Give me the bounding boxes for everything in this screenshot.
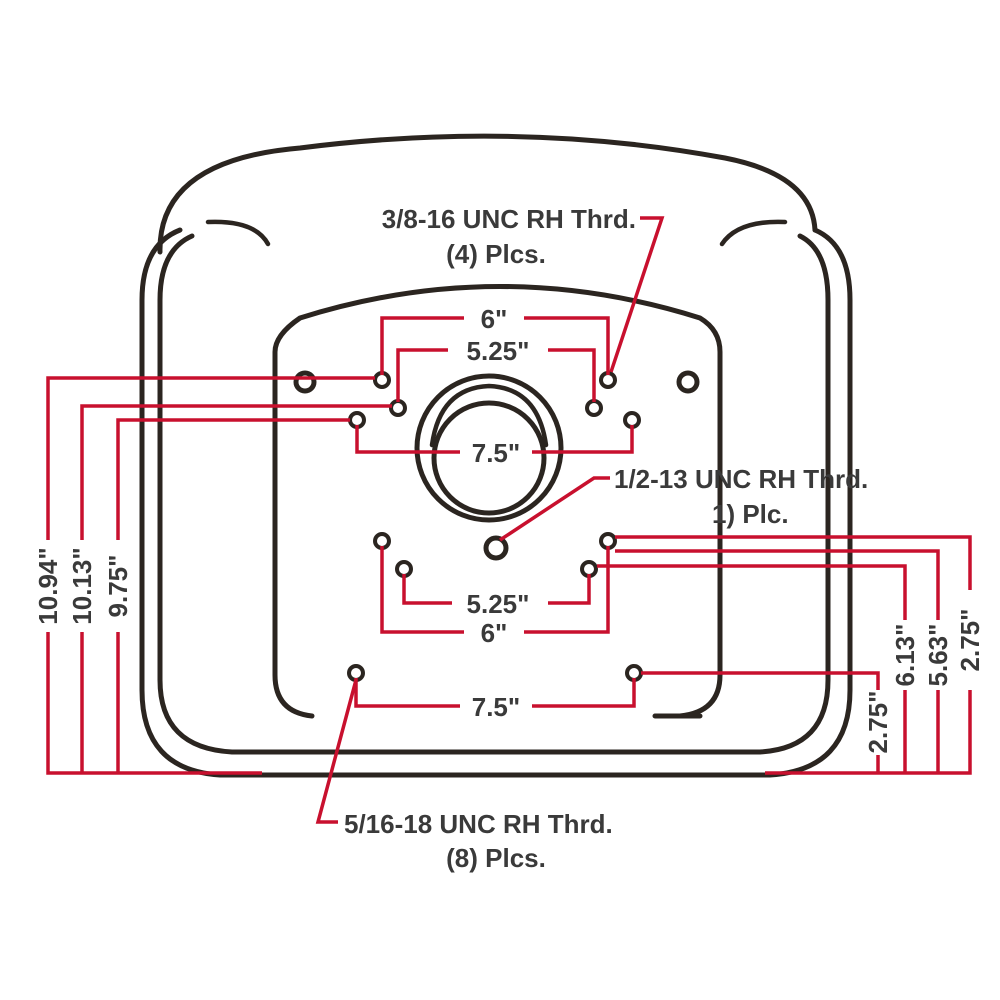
dim-label-upper-7-5: 7.5" (472, 438, 520, 468)
dim-left-10-94 (46, 376, 375, 775)
center-bore-outer (414, 373, 564, 523)
leader-top-thread (609, 216, 665, 373)
dim-label-right-2-75: 2.75" (955, 609, 985, 672)
dim-label-left-9-75: 9.75" (103, 555, 133, 618)
callout-labels: 3/8-16 UNC RH Thrd. (4) Plcs. 1/2-13 UNC… (344, 204, 868, 873)
hole-38-right-inner (585, 399, 603, 417)
leader-center-thread (499, 476, 610, 542)
dim-left-10-13 (80, 404, 392, 773)
dim-label-right-5-63: 5.63" (923, 624, 953, 687)
hole-top-right-large (676, 370, 700, 394)
hole-516-mid-right-inner (580, 560, 598, 578)
dim-line-top-5-25 (396, 348, 596, 402)
dim-label-right-2-75-bottom: 2.75" (863, 691, 893, 754)
hole-38-left-inner (389, 399, 407, 417)
dim-label-left-10-94: 10.94" (33, 547, 63, 624)
hole-516-bottom-right (625, 664, 643, 682)
callout-top-line1: 3/8-16 UNC RH Thrd. (382, 204, 636, 234)
dim-right-2-75-outer (615, 535, 972, 775)
top-right-slot (719, 219, 788, 247)
hole-top-left-large (293, 370, 317, 394)
dim-line-lower-6 (380, 546, 610, 634)
base-outline (139, 133, 853, 778)
hole-516-mid-right-outer (599, 532, 617, 550)
dim-right-6-13 (597, 564, 907, 773)
hole-516-mid-left-inner (395, 560, 413, 578)
callout-center-line2: 1) Plc. (712, 499, 789, 529)
dimension-labels: 6" 5.25" 7.5" 5.25" 6" 7.5" 10.94" 10.13… (33, 304, 985, 753)
dim-label-lower-5-25: 5.25" (467, 589, 530, 619)
dim-line-bottom-7-5 (354, 678, 636, 708)
dim-line-lower-5-25 (402, 574, 591, 605)
hole-38-left-outer (373, 371, 391, 389)
dim-right-2-75-bottom (641, 671, 880, 773)
hole-516-upper-left (348, 411, 366, 429)
center-bore-lip (429, 383, 549, 448)
base-inner-edge (157, 233, 831, 755)
dim-right-5-63 (615, 549, 940, 773)
callout-bottom-line2: (8) Plcs. (446, 843, 546, 873)
mounting-plate (272, 284, 723, 719)
hole-516-bottom-left (347, 664, 365, 682)
dim-label-bottom-7-5: 7.5" (472, 692, 520, 722)
dim-label-lower-6: 6" (481, 618, 508, 648)
center-bore-inner (431, 400, 547, 516)
hole-12-center (483, 535, 509, 561)
hole-516-mid-left-outer (373, 532, 391, 550)
callout-top-line2: (4) Plcs. (446, 239, 546, 269)
base-outer-edge (139, 227, 853, 778)
dim-label-right-6-13: 6.13" (890, 624, 920, 687)
dim-line-top-6 (380, 316, 610, 375)
dim-label-top-6: 6" (481, 304, 508, 334)
hole-38-right-outer (599, 371, 617, 389)
dim-label-left-10-13: 10.13" (67, 547, 97, 624)
dim-left-9-75 (116, 418, 350, 773)
hole-516-upper-right (623, 411, 641, 429)
callout-bottom-line1: 5/16-18 UNC RH Thrd. (344, 809, 613, 839)
top-left-slot (205, 219, 271, 247)
plate-outline (272, 284, 723, 719)
dimension-lines (46, 216, 972, 824)
dim-label-top-5-25: 5.25" (467, 336, 530, 366)
base-top-edge (157, 133, 818, 255)
dim-line-upper-7-5 (355, 425, 634, 454)
leader-bottom-thread (315, 679, 358, 824)
callout-center-line1: 1/2-13 UNC RH Thrd. (614, 464, 868, 494)
